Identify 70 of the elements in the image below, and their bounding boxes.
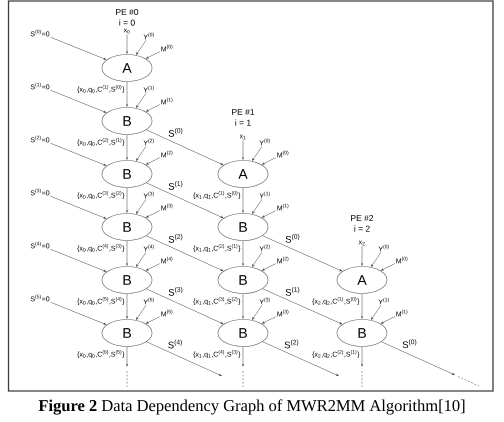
arrow [146,51,160,59]
arrow [242,294,244,319]
arrow [126,134,128,160]
arrow [50,196,106,219]
edge-label: S$^{(2)}$ [284,340,298,348]
arrow [361,346,363,367]
arrow [146,263,160,271]
arrow [50,37,106,60]
arrow [262,263,276,271]
edge-label: S$^{(3)}$ [168,287,182,296]
arrow [242,240,244,266]
arrow [146,210,160,218]
column-heading: PE #0 [116,9,138,15]
arrow [371,305,382,320]
arrow [50,90,106,113]
arrow [146,157,160,165]
arrow [126,82,128,107]
column-heading: PE #2 [351,215,374,221]
arrow [262,342,339,376]
arrow [262,288,342,324]
arrow [146,182,224,218]
arrow [136,93,146,108]
arrow [252,252,262,267]
arrow [252,146,262,161]
arrow [262,210,276,218]
edge-label: S$^{(0)}$ [402,339,416,348]
arrow [242,346,244,367]
arrow [50,249,106,272]
edge-label: S$^{(2)}$ [168,234,182,243]
arrow [381,263,396,271]
caption: Figure 2 Data Dependency Graph of MWR2MM Algorithm[10] [38,399,464,415]
arrow [361,246,363,266]
arrow [126,240,128,266]
arrow [136,252,146,267]
arrow [262,235,342,272]
arrow [146,316,160,324]
arrow [146,288,224,324]
column-heading: i = 0 [119,19,135,26]
arrow [262,316,276,324]
arrow [136,199,146,214]
column-heading: i = 2 [354,225,370,232]
arrow [126,294,128,319]
arrow [242,188,244,213]
arrow [136,305,146,320]
edge-label: S$^{(1)}$ [168,181,182,190]
edge-label: S$^{(4)}$ [168,340,182,348]
arrow [252,199,262,214]
arrow [146,130,224,166]
arrow [146,342,222,376]
column-heading: PE #1 [232,109,254,115]
arrow [126,188,128,213]
edge-label: S$^{(1)}$ [286,286,300,296]
arrow [381,316,396,324]
arrow [126,34,128,54]
edge-label: S$^{(0)}$ [286,234,300,243]
arrow [262,157,276,165]
arrow [136,146,146,161]
arrow [146,104,160,112]
arrow [50,302,106,325]
arrow [371,252,382,267]
arrow [136,40,146,55]
column-heading: i = 1 [235,119,251,126]
arrow [361,294,363,319]
arrow [126,346,128,367]
arrow [381,342,455,375]
arrow [252,305,262,320]
arrow [50,143,106,166]
edge-label: S$^{(0)}$ [168,128,182,137]
arrow [146,236,224,272]
arrow [242,140,244,160]
